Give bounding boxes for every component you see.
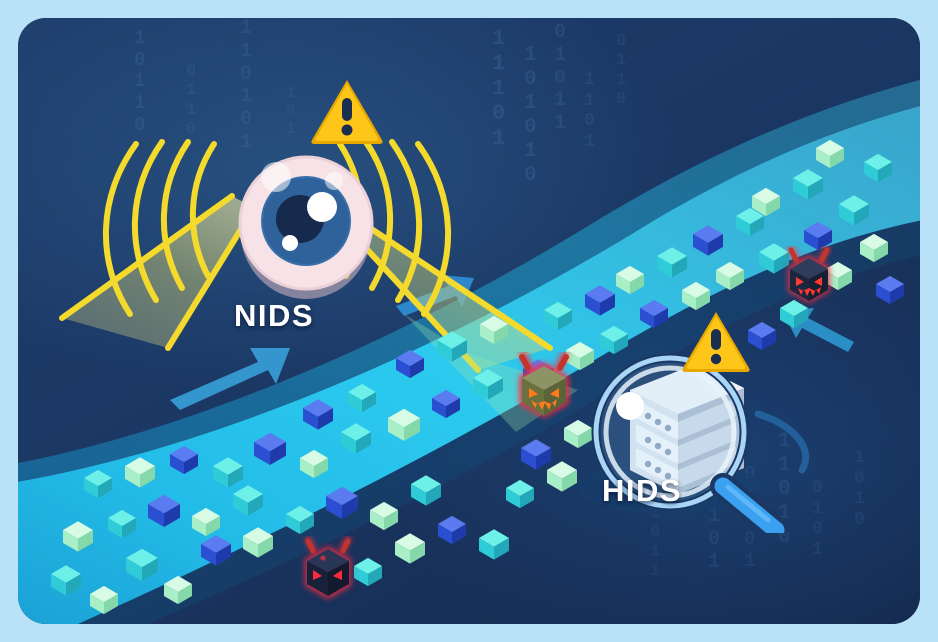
data-cube xyxy=(521,439,551,470)
data-cube xyxy=(780,299,808,329)
data-cube xyxy=(438,515,466,545)
data-cube xyxy=(437,331,467,362)
data-cube xyxy=(170,445,198,475)
data-cube xyxy=(90,585,118,615)
malware-cube-icon[interactable] xyxy=(293,536,363,610)
scan-beam-left xyxy=(59,193,257,351)
nids-label: NIDS xyxy=(234,298,315,333)
data-cube xyxy=(286,505,314,535)
data-cube xyxy=(63,521,93,552)
data-cube xyxy=(479,529,509,560)
data-cube xyxy=(148,494,180,528)
data-cube xyxy=(84,469,112,499)
data-cube xyxy=(473,369,503,400)
data-cube xyxy=(348,383,376,413)
data-cube xyxy=(816,139,844,169)
data-cube xyxy=(506,479,534,509)
data-cube xyxy=(432,389,460,419)
warning-triangle-icon[interactable] xyxy=(309,76,385,146)
data-cube xyxy=(544,301,572,331)
data-cube xyxy=(243,527,273,558)
data-cube xyxy=(233,485,263,516)
data-cube xyxy=(860,233,888,263)
data-cube xyxy=(395,533,425,564)
scene-svg xyxy=(18,79,920,624)
data-cube xyxy=(640,299,668,329)
data-cube xyxy=(616,265,644,295)
arrow-curve-right xyxy=(754,410,810,474)
data-cube xyxy=(125,457,155,488)
data-cube xyxy=(748,321,776,351)
data-cube xyxy=(192,507,220,537)
data-cube xyxy=(682,281,710,311)
data-cube xyxy=(804,221,832,251)
data-cube xyxy=(752,187,780,217)
data-cube xyxy=(108,509,136,539)
data-cube xyxy=(864,153,892,183)
data-cube xyxy=(396,349,424,379)
magnifying-glass-icon xyxy=(591,353,789,543)
data-cube xyxy=(480,315,508,345)
data-packet-cubes xyxy=(51,139,904,615)
eye-icon xyxy=(234,141,379,303)
data-cube xyxy=(876,275,904,305)
data-cube xyxy=(300,449,328,479)
data-cube xyxy=(716,261,744,291)
data-cube xyxy=(201,535,231,566)
data-cube xyxy=(736,207,764,237)
data-cube xyxy=(341,423,371,454)
data-cube xyxy=(759,243,789,274)
warning-triangle-icon[interactable] xyxy=(680,308,752,374)
illustration-canvas: 1 0 1 1 00 1 1 01 1 0 1 0 11 0 11 1 1 0 … xyxy=(18,18,920,624)
data-cube xyxy=(411,475,441,506)
data-cube xyxy=(657,247,687,278)
malware-cube-icon[interactable] xyxy=(778,245,840,312)
server-rack-icon xyxy=(630,364,744,494)
hids-group[interactable] xyxy=(578,348,808,543)
malware-cube-icon[interactable] xyxy=(507,350,581,430)
data-cube xyxy=(213,457,243,488)
data-cube xyxy=(126,548,158,582)
data-cube xyxy=(600,325,628,355)
data-cube xyxy=(51,565,81,596)
hids-label: HIDS xyxy=(602,473,683,508)
data-cube xyxy=(564,419,592,449)
data-cube xyxy=(566,341,594,371)
data-cube xyxy=(547,461,577,492)
data-cube xyxy=(164,575,192,605)
data-cube xyxy=(585,285,615,316)
arrow-up-right-left xyxy=(170,348,290,410)
signal-waves-left xyxy=(103,139,217,317)
data-cube xyxy=(370,501,398,531)
data-cube xyxy=(303,399,333,430)
data-cube xyxy=(354,557,382,587)
